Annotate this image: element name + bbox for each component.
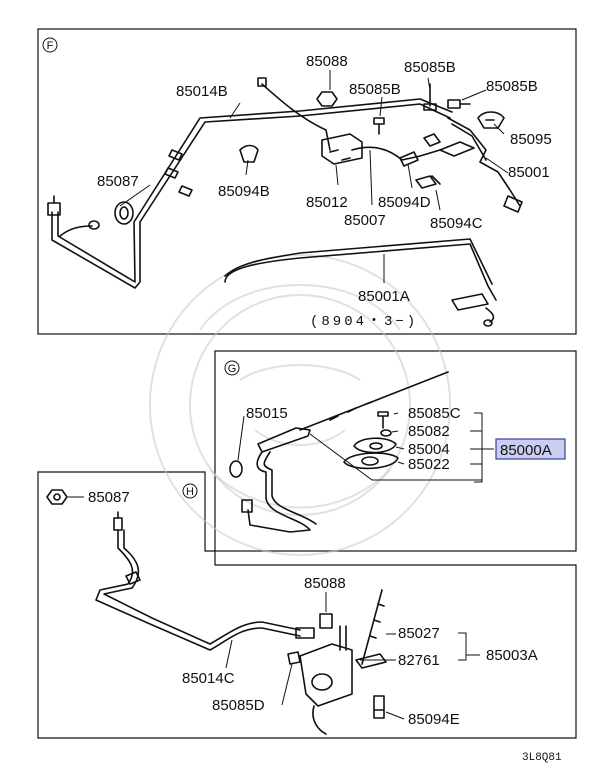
label-85001: 85001 [508,164,550,181]
gasket-85022 [343,452,399,470]
label-85022: 85022 [408,456,450,473]
bracket-85094e [373,695,385,719]
label-85027: 85027 [398,625,440,642]
clip-85094b [239,144,259,163]
clip-85094c [415,175,441,189]
pad-85004 [353,437,397,454]
label-85012: 85012 [306,194,348,211]
cable-clip-f-1 [164,149,183,179]
clip-85094d [399,151,419,167]
screw-85085b-right [447,99,471,109]
amp-85001a [451,293,489,311]
bracket-85095 [477,111,505,129]
section-marker-h: H [182,483,198,499]
feeder-cable-85014c [95,529,301,651]
footer-code: 3L8Q81 [522,752,562,764]
label-85087-h: 85087 [88,489,130,506]
antenna-lead-f [261,83,331,151]
label-85014b: 85014B [176,83,228,100]
label-85085b-top: 85085B [404,59,456,76]
label-85015: 85015 [246,405,288,422]
nut-85088-h [319,613,333,629]
grommet-85087-f [114,201,134,225]
label-85014c: 85014C [182,670,235,687]
bracket-85012 [321,133,363,165]
label-85094d: 85094D [378,194,431,211]
plug-85015 [241,499,253,513]
label-85085d: 85085D [212,697,265,714]
bolt-85085d [287,651,301,665]
label-85085b-mid: 85085B [349,81,401,98]
section-marker-g: G [224,360,240,376]
label-85007: 85007 [344,212,386,229]
section-marker-f: F [42,37,58,53]
antenna-mast-h [361,589,383,665]
antenna-base-g [257,427,311,453]
harness-85001 [447,117,521,207]
label-85094c: 85094C [430,215,483,232]
feeder-85015 [247,451,311,533]
label-85001a: 85001A [358,288,410,305]
label-85095: 85095 [510,131,552,148]
feeder-cable-85014b [51,103,451,289]
washer-85082 [380,429,392,437]
label-85094e: 85094E [408,711,460,728]
nut-85088-f [316,91,338,107]
svg-text:G: G [228,363,237,375]
label-82761: 82761 [398,652,440,669]
antenna-mast-g [299,371,449,431]
highlight-85000a [495,438,566,460]
bracket-line-g [474,412,494,483]
frame-section-h [37,471,577,739]
screw-85085c [377,411,389,429]
label-85000a[interactable]: 85000A [500,442,552,459]
cable-85007 [351,146,441,161]
label-85094b: 85094B [218,183,270,200]
label-85003a: 85003A [486,647,538,664]
label-85088-h: 85088 [304,575,346,592]
label-85087-f: 85087 [97,173,139,190]
label-85088-f: 85088 [306,53,348,70]
label-85082: 85082 [408,423,450,440]
grommet-g [229,460,243,478]
label-85004: 85004 [408,441,450,458]
bolt-85085b-mid [373,117,385,135]
connector-h [295,627,315,639]
connector-85085b [423,133,441,147]
nut-85087-h [46,489,68,505]
antenna-motor-h [299,643,353,707]
cable-clip-h [125,571,141,585]
svg-text:H: H [186,486,194,498]
cable-clip-f-2 [178,185,193,197]
label-85085b-right: 85085B [486,78,538,95]
cable-85001a [224,243,497,301]
svg-text:F: F [47,40,54,52]
date-note: (8904・3−) [310,314,418,330]
label-85085c: 85085C [408,405,461,422]
